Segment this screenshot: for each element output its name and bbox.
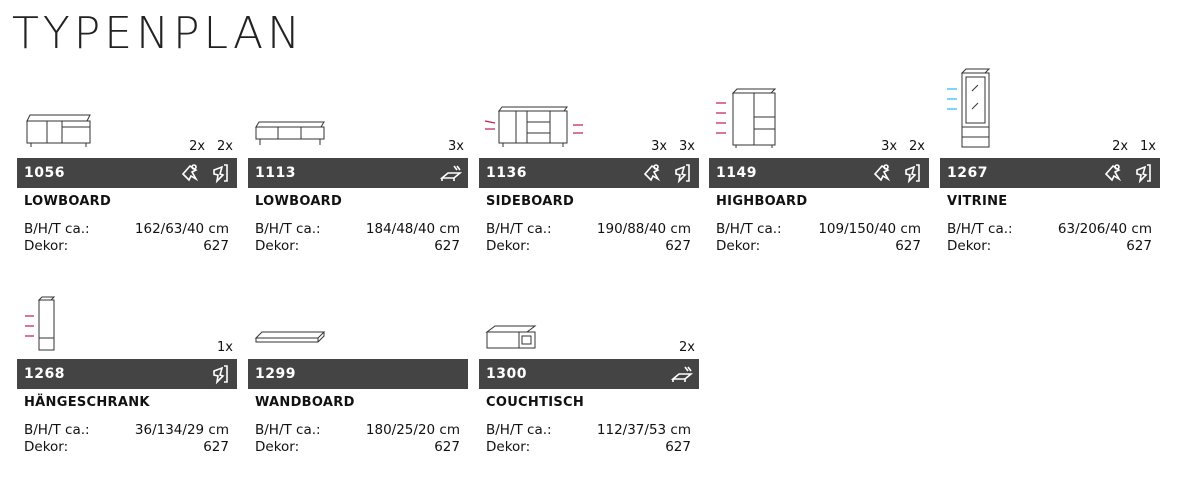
hardware-counts: 3x 3x [651, 139, 695, 154]
product-bar: 1268 [17, 359, 237, 389]
hardware-counts: 2x 2x [189, 139, 233, 154]
dims-value: 112/37/53 cm [596, 422, 691, 438]
count-label: 1x [217, 340, 233, 355]
dekor-value: 627 [203, 439, 229, 455]
dekor-value: 627 [895, 238, 921, 254]
dims-value: 109/150/40 cm [818, 221, 921, 237]
dims-label: B/H/T ca.: [255, 422, 321, 438]
dekor-value: 627 [434, 238, 460, 254]
dekor-value: 627 [434, 439, 460, 455]
dekor-label: Dekor: [24, 238, 69, 254]
count-label: 3x [651, 139, 668, 154]
product-code: 1136 [486, 165, 527, 181]
damper-icon [209, 363, 231, 385]
count-label: 3x [448, 139, 464, 154]
dekor-value: 627 [665, 238, 691, 254]
product-code: 1300 [486, 366, 527, 382]
wall-mount-icon [1102, 162, 1124, 184]
product-code: 1268 [24, 366, 65, 382]
hardware-counts: 2x 1x [1112, 139, 1156, 154]
product-code: 1267 [947, 165, 988, 181]
count-label: 2x [909, 139, 925, 154]
count-label: 2x [1112, 139, 1129, 154]
dims-value: 190/88/40 cm [596, 221, 691, 237]
damper-icon [209, 162, 231, 184]
product-name: LOWBOARD [24, 194, 112, 209]
dekor-value: 627 [665, 439, 691, 455]
dims-value: 63/206/40 cm [1057, 221, 1152, 237]
count-label: 3x [679, 139, 695, 154]
dekor-value: 627 [203, 238, 229, 254]
wall-mount-icon [641, 162, 663, 184]
page-title: TYPENPLAN [12, 8, 305, 59]
dims-label: B/H/T ca.: [486, 221, 552, 237]
wall-mount-icon [179, 162, 201, 184]
sideboard-illustration [484, 106, 583, 147]
dims-value: 36/134/29 cm [134, 422, 229, 438]
product-code: 1149 [716, 165, 757, 181]
count-label: 2x [217, 139, 233, 154]
product-code: 1056 [24, 165, 65, 181]
dims-label: B/H/T ca.: [716, 221, 782, 237]
lowboard-illustration [255, 121, 325, 145]
hardware-counts: 3x [448, 139, 464, 154]
dekor-label: Dekor: [255, 238, 300, 254]
dekor-label: Dekor: [486, 238, 531, 254]
product-bar: 1300 [479, 359, 699, 389]
count-label: 1x [1140, 139, 1156, 154]
product-code: 1113 [255, 165, 296, 181]
dims-value: 184/48/40 cm [365, 221, 460, 237]
wandboard-illustration [254, 331, 326, 343]
hardware-counts: 1x [217, 340, 233, 355]
drawer-icon [670, 363, 694, 385]
damper-icon [671, 162, 693, 184]
dekor-label: Dekor: [24, 439, 69, 455]
product-bar: 1299 [248, 359, 468, 389]
dekor-label: Dekor: [255, 439, 300, 455]
product-bar: 1136 [479, 158, 699, 188]
product-bar: 1113 [248, 158, 468, 188]
wall-mount-icon [871, 162, 893, 184]
vitrine-illustration [947, 68, 991, 148]
dims-label: B/H/T ca.: [24, 422, 90, 438]
dims-label: B/H/T ca.: [24, 221, 90, 237]
hardware-counts: 2x [679, 340, 695, 355]
product-name: HIGHBOARD [716, 194, 808, 209]
count-label: 3x [881, 139, 898, 154]
product-name: VITRINE [947, 194, 1008, 209]
dekor-value: 627 [1126, 238, 1152, 254]
damper-icon [1132, 162, 1154, 184]
dekor-label: Dekor: [486, 439, 531, 455]
dekor-label: Dekor: [947, 238, 992, 254]
product-bar: 1056 [17, 158, 237, 188]
count-label: 2x [679, 340, 695, 355]
product-name: HÄNGESCHRANK [24, 395, 150, 410]
hardware-counts: 3x 2x [881, 139, 925, 154]
dims-label: B/H/T ca.: [486, 422, 552, 438]
product-name: WANDBOARD [255, 395, 355, 410]
product-name: COUCHTISCH [486, 395, 585, 410]
drawer-icon [439, 162, 463, 184]
couchtisch-illustration [485, 325, 537, 349]
dims-label: B/H/T ca.: [947, 221, 1013, 237]
dekor-label: Dekor: [716, 238, 761, 254]
product-name: LOWBOARD [255, 194, 343, 209]
product-bar: 1149 [709, 158, 929, 188]
dims-value: 180/25/20 cm [365, 422, 460, 438]
damper-icon [901, 162, 923, 184]
product-code: 1299 [255, 366, 296, 382]
haengeschrank-illustration [25, 296, 56, 351]
count-label: 2x [189, 139, 206, 154]
highboard-illustration [716, 88, 777, 148]
product-bar: 1267 [940, 158, 1160, 188]
dims-value: 162/63/40 cm [134, 221, 229, 237]
dims-label: B/H/T ca.: [255, 221, 321, 237]
product-name: SIDEBOARD [486, 194, 575, 209]
lowboard-illustration [26, 114, 91, 147]
